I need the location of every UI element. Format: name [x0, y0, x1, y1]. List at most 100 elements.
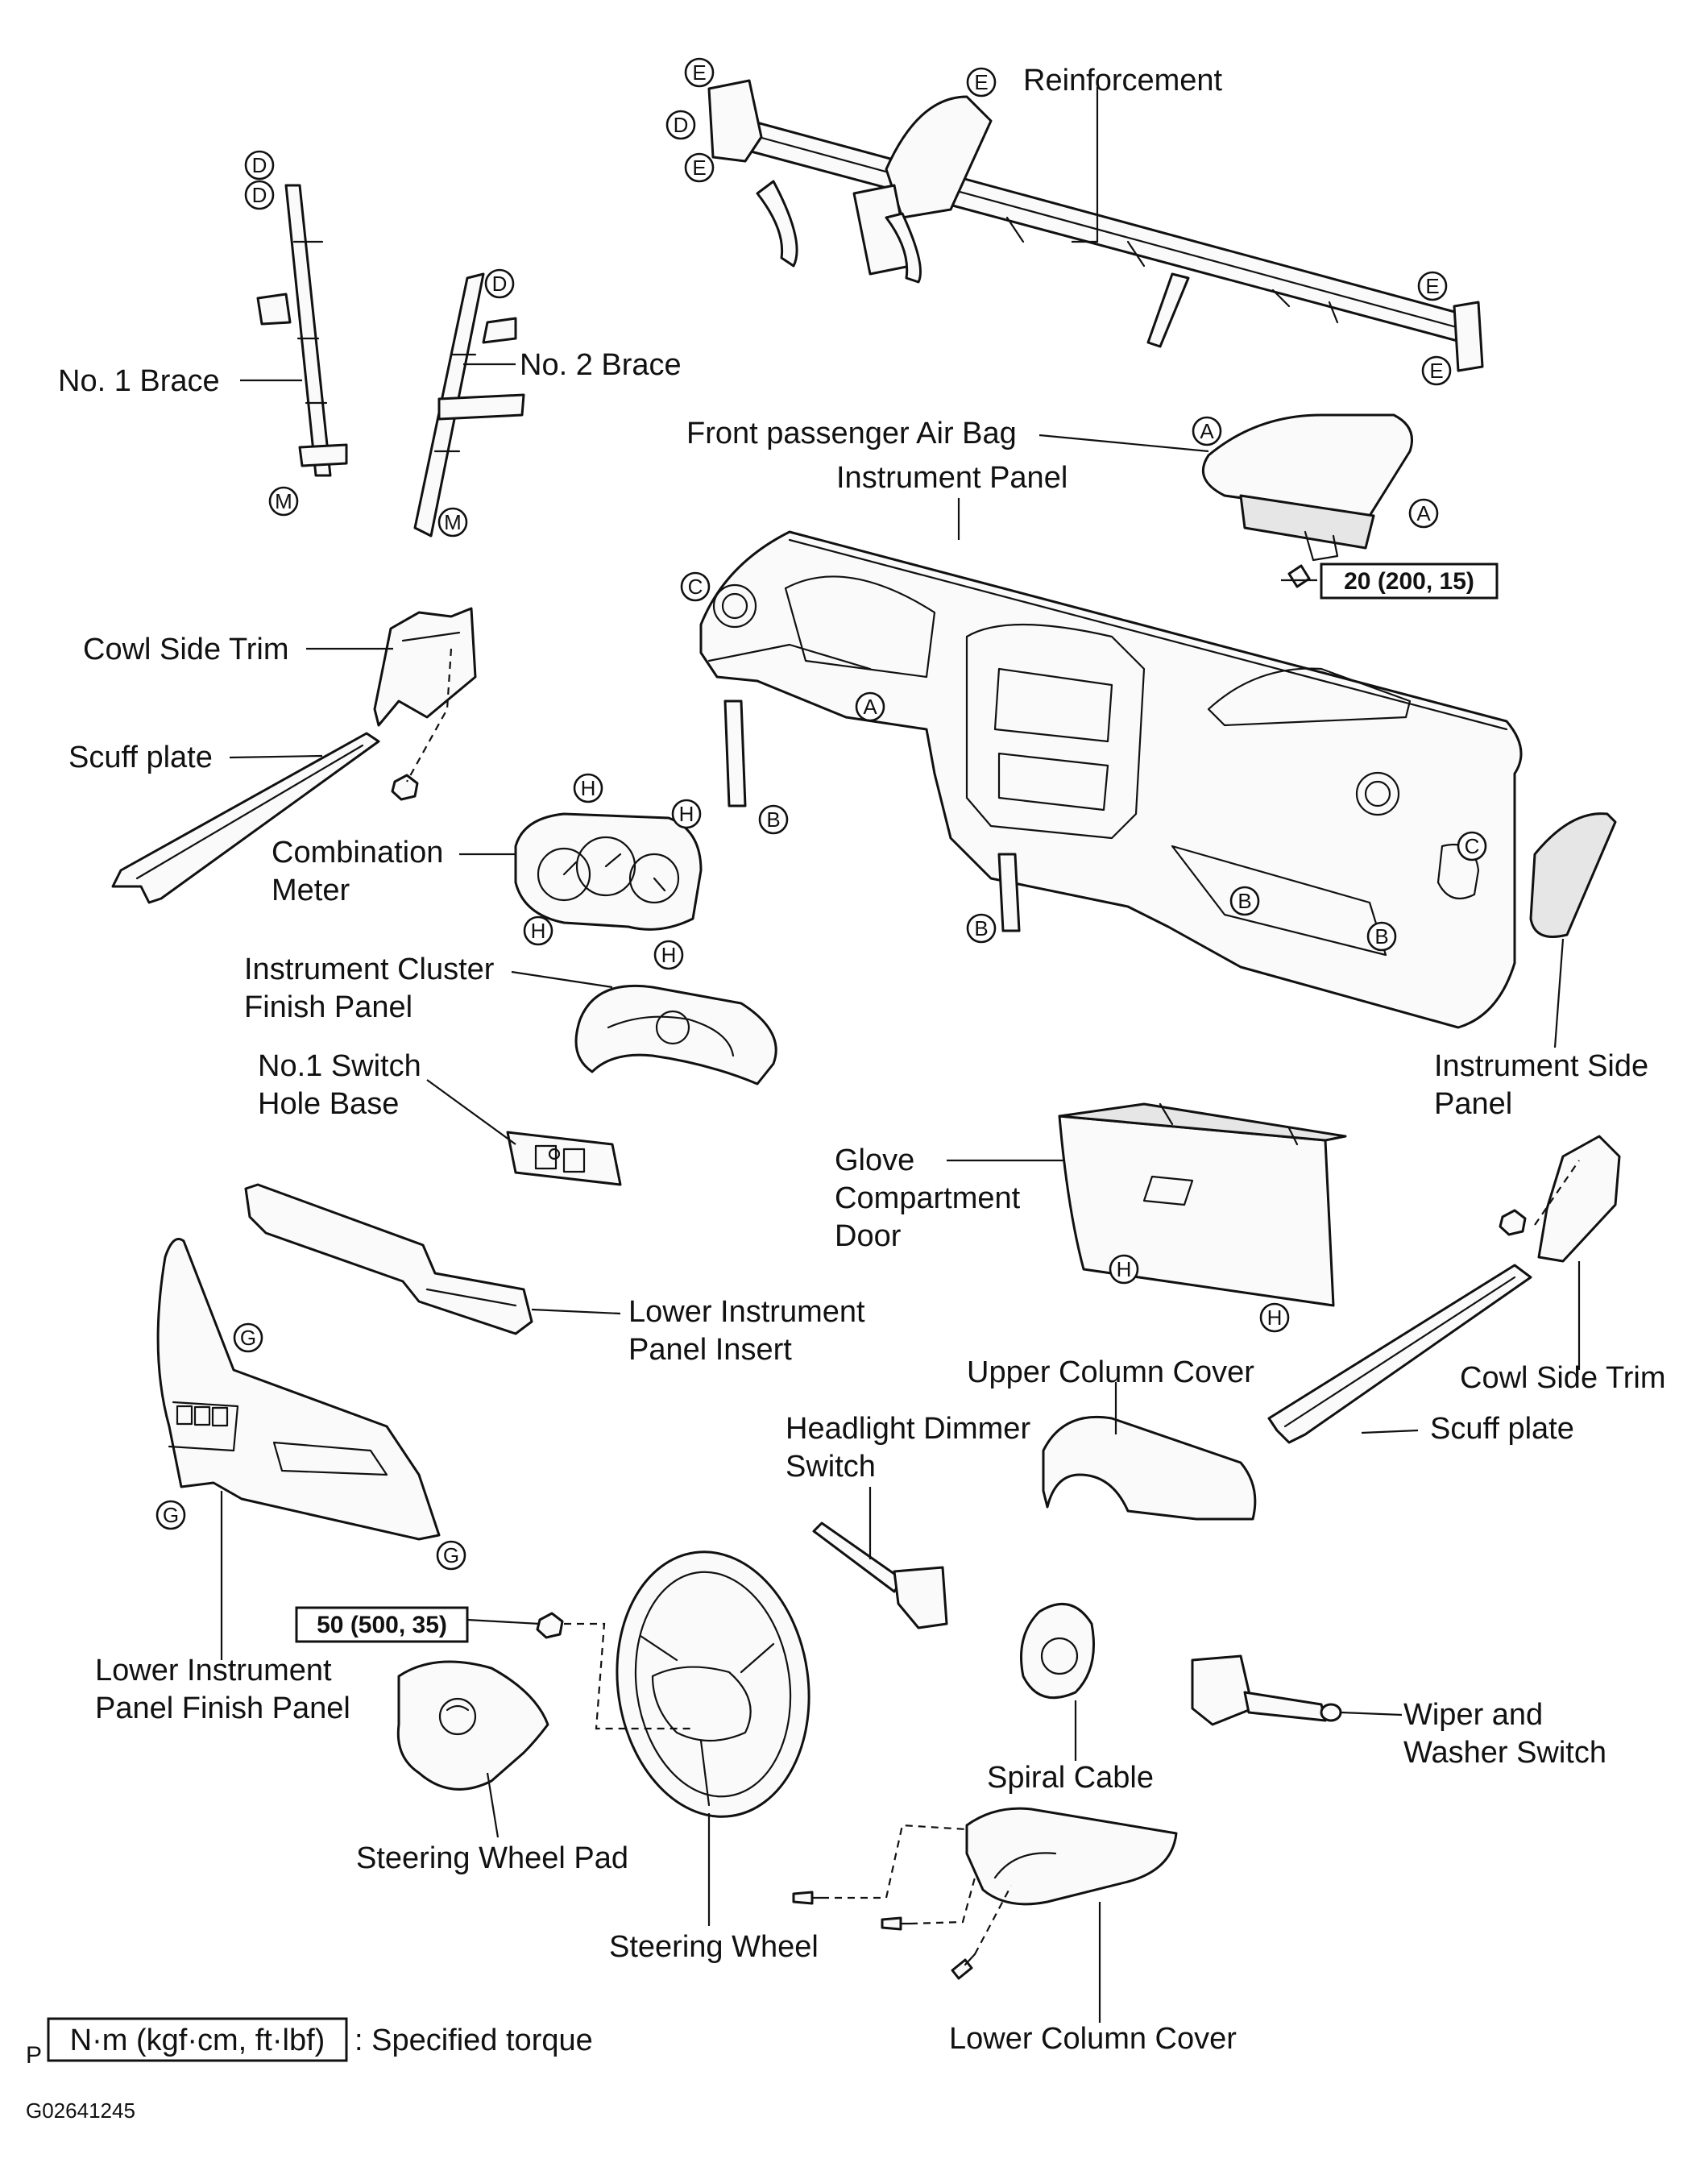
marker-panel-b3: B: [966, 913, 997, 944]
svg-text:G: G: [443, 1543, 459, 1567]
lower-instrument-panel-insert-label-line1: Lower Instrument: [628, 1295, 865, 1329]
installation-guide-lines: [406, 648, 1580, 1955]
reinforcement-label: Reinforcement: [1023, 64, 1223, 98]
steering-wheel-part: [616, 1550, 810, 1818]
marker-meter-h2: H: [671, 799, 702, 829]
marker-finish-g2: G: [155, 1500, 186, 1530]
marker-reinforcement-e4: E: [1417, 271, 1448, 301]
upper-column-cover-part: [1042, 1415, 1257, 1521]
upper-column-cover-label: Upper Column Cover: [967, 1355, 1254, 1389]
no1-brace-label: No. 1 Brace: [58, 364, 220, 398]
marker-reinforcement-d: D: [665, 110, 696, 140]
figure-code: G02641245: [26, 2098, 135, 2123]
instrument-panel-label: Instrument Panel: [836, 461, 1068, 495]
lower-instrument-panel-finish-panel-label-line1: Lower Instrument: [95, 1654, 332, 1687]
no2-brace-part: [413, 272, 525, 538]
svg-text:H: H: [679, 802, 694, 826]
svg-text:D: D: [492, 272, 508, 296]
svg-text:E: E: [1429, 359, 1443, 383]
marker-air-bag-a1: A: [1192, 416, 1222, 446]
marker-reinforcement-e2: E: [684, 152, 715, 183]
scuff-plate-right-part: [1267, 1264, 1532, 1444]
instrument-side-panel-part: [1529, 812, 1617, 938]
svg-text:A: A: [1416, 501, 1431, 525]
spiral-cable-label: Spiral Cable: [987, 1761, 1154, 1795]
marker-reinforcement-e5: E: [1421, 355, 1452, 386]
no1-brace-part: [256, 184, 348, 477]
torque-box-steering-wheel-nut: 50 (500, 35): [295, 1606, 469, 1643]
scuff-plate-left-label: Scuff plate: [68, 741, 213, 774]
legend-description: : Specified torque: [354, 2024, 593, 2057]
marker-finish-g1: G: [233, 1322, 263, 1353]
combination-meter-label-line1: Combination: [272, 836, 443, 870]
marker-reinforcement-e3: E: [966, 67, 997, 98]
svg-text:H: H: [661, 943, 677, 967]
svg-text:B: B: [766, 807, 780, 832]
no1-switch-hole-base-label-line2: Hole Base: [258, 1087, 399, 1121]
svg-text:A: A: [1200, 419, 1214, 443]
lower-instrument-panel-insert-part: [244, 1183, 533, 1335]
svg-text:E: E: [1425, 274, 1439, 298]
svg-text:E: E: [692, 60, 706, 85]
instrument-side-panel-label-line2: Panel: [1434, 1087, 1512, 1121]
glove-compartment-door-part: [1058, 1102, 1347, 1307]
legend-prefix: P: [26, 2042, 42, 2069]
scuff-plate-right-label: Scuff plate: [1430, 1412, 1574, 1446]
headlight-dimmer-switch-label-line1: Headlight Dimmer: [786, 1412, 1030, 1446]
no2-brace-label: No. 2 Brace: [520, 348, 682, 382]
torque-value-air-bag-bolt: 20 (200, 15): [1344, 568, 1474, 595]
marker-panel-b2: B: [1229, 886, 1260, 916]
cowl-side-trim-left-label: Cowl Side Trim: [83, 633, 289, 666]
marker-panel-c2: C: [1457, 831, 1487, 861]
svg-text:H: H: [531, 919, 546, 943]
no1-switch-hole-base-label-line1: No.1 Switch: [258, 1049, 421, 1083]
torque-box-air-bag-bolt: 20 (200, 15): [1320, 562, 1499, 600]
lower-column-cover-label: Lower Column Cover: [949, 2022, 1237, 2056]
svg-text:B: B: [974, 916, 988, 940]
svg-text:A: A: [863, 695, 877, 719]
svg-text:H: H: [1117, 1257, 1132, 1281]
lower-instrument-panel-insert-label-line2: Panel Insert: [628, 1333, 792, 1367]
lower-instrument-panel-finish-panel-label-line2: Panel Finish Panel: [95, 1692, 350, 1725]
instrument-side-panel-label-line1: Instrument Side: [1434, 1049, 1648, 1083]
marker-no2-brace-d: D: [484, 268, 515, 299]
marker-meter-h4: H: [653, 940, 684, 970]
instrument-cluster-finish-panel-label-line1: Instrument Cluster: [244, 953, 495, 986]
marker-finish-g3: G: [436, 1540, 466, 1571]
combination-meter-label-line2: Meter: [272, 874, 350, 907]
marker-meter-h1: H: [573, 773, 603, 803]
air-bag-bolt-icon: [1287, 564, 1311, 588]
marker-glove-h2: H: [1259, 1302, 1290, 1333]
steering-wheel-pad-label: Steering Wheel Pad: [356, 1841, 628, 1875]
svg-text:D: D: [252, 153, 267, 177]
headlight-dimmer-switch-part: [812, 1521, 948, 1629]
marker-meter-h3: H: [523, 915, 553, 946]
front-passenger-air-bag-label: Front passenger Air Bag: [686, 417, 1017, 450]
svg-text:D: D: [252, 183, 267, 207]
wiper-washer-switch-label-line2: Washer Switch: [1403, 1736, 1606, 1770]
svg-text:B: B: [1374, 924, 1388, 949]
cowl-trim-clip-right-icon: [1499, 1209, 1527, 1236]
svg-text:M: M: [444, 510, 462, 534]
svg-text:E: E: [692, 156, 706, 180]
front-passenger-air-bag-part: [1201, 413, 1413, 562]
wiper-washer-switch-part: [1191, 1654, 1342, 1726]
marker-panel-b4: B: [1366, 921, 1397, 952]
leader-lines: [220, 87, 1581, 2023]
svg-text:H: H: [1267, 1306, 1283, 1330]
svg-text:D: D: [674, 113, 689, 137]
headlight-dimmer-switch-label-line2: Switch: [786, 1450, 876, 1484]
instrument-cluster-finish-panel-part: [574, 984, 777, 1086]
reinforcement-part: [707, 79, 1484, 372]
wiper-washer-switch-label-line1: Wiper and: [1403, 1698, 1543, 1732]
torque-legend: P N·m (kgf·cm, ft·lbf) : Specified torqu…: [26, 2017, 593, 2069]
svg-text:M: M: [275, 489, 292, 513]
combination-meter-part: [514, 812, 703, 931]
glove-compartment-door-label-line2: Compartment: [835, 1181, 1021, 1215]
marker-reinforcement-e1: E: [684, 57, 715, 88]
legend-unit: N·m (kgf·cm, ft·lbf): [70, 2024, 325, 2057]
marker-glove-h1: H: [1109, 1254, 1139, 1285]
torque-value-steering-wheel-nut: 50 (500, 35): [317, 1612, 447, 1638]
svg-text:G: G: [240, 1326, 256, 1350]
svg-text:G: G: [163, 1503, 179, 1527]
